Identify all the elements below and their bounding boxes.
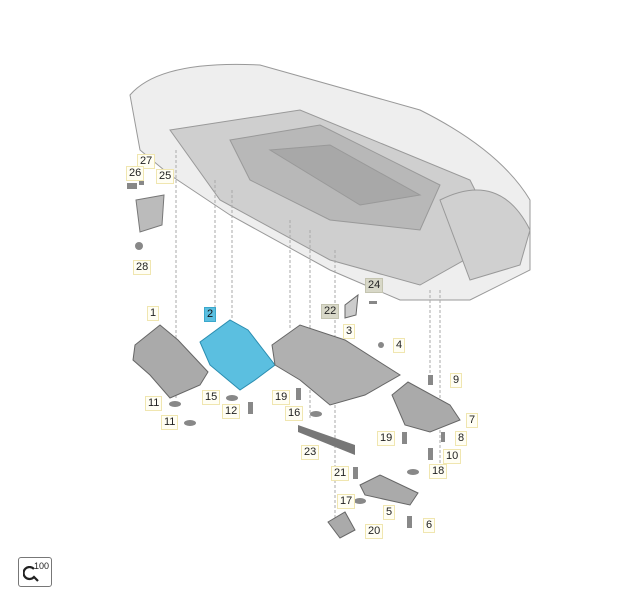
label-17[interactable]: 17 bbox=[337, 494, 356, 509]
label-23[interactable]: 23 bbox=[301, 445, 320, 460]
label-11[interactable]: 11 bbox=[161, 415, 179, 430]
part-5-bracket bbox=[359, 474, 419, 506]
car-underbody bbox=[129, 63, 531, 301]
label-7[interactable]: 7 bbox=[466, 413, 479, 428]
label-1[interactable]: 1 bbox=[147, 306, 160, 321]
label-16[interactable]: 16 bbox=[285, 406, 304, 421]
label-8[interactable]: 8 bbox=[455, 431, 468, 446]
label-27[interactable]: 27 bbox=[137, 154, 156, 169]
zoom-level: 100 bbox=[34, 561, 50, 571]
part-23-strip bbox=[298, 425, 355, 455]
label-19[interactable]: 19 bbox=[272, 390, 291, 405]
part-7-cover bbox=[391, 381, 461, 433]
label-19[interactable]: 19 bbox=[377, 431, 396, 446]
label-20[interactable]: 20 bbox=[365, 524, 384, 539]
label-9[interactable]: 9 bbox=[450, 373, 463, 388]
label-24[interactable]: 24 bbox=[365, 278, 384, 293]
label-21[interactable]: 21 bbox=[331, 466, 350, 481]
part-26-clip bbox=[127, 183, 137, 189]
magnifier-icon bbox=[23, 566, 39, 582]
label-11[interactable]: 11 bbox=[145, 396, 163, 411]
label-2[interactable]: 2 bbox=[204, 307, 217, 322]
label-10[interactable]: 10 bbox=[443, 449, 462, 464]
part-22-bracket bbox=[344, 293, 359, 319]
part-25-bracket bbox=[135, 194, 165, 233]
part-3-cover bbox=[271, 324, 401, 406]
label-15[interactable]: 15 bbox=[202, 390, 221, 405]
label-26[interactable]: 26 bbox=[126, 166, 145, 181]
fasteners bbox=[169, 301, 445, 528]
part-1-cover bbox=[132, 324, 209, 399]
label-28[interactable]: 28 bbox=[133, 260, 152, 275]
label-6[interactable]: 6 bbox=[423, 518, 436, 533]
part-2-cover-highlighted[interactable] bbox=[199, 319, 276, 391]
zoom-button[interactable]: 100 bbox=[18, 557, 52, 587]
label-4[interactable]: 4 bbox=[393, 338, 406, 353]
part-20-bracket bbox=[327, 511, 356, 539]
label-25[interactable]: 25 bbox=[156, 169, 175, 184]
label-18[interactable]: 18 bbox=[429, 464, 448, 479]
part-28-nut bbox=[135, 242, 143, 250]
label-3[interactable]: 3 bbox=[343, 324, 356, 339]
label-5[interactable]: 5 bbox=[383, 505, 396, 520]
label-22[interactable]: 22 bbox=[321, 304, 340, 319]
label-12[interactable]: 12 bbox=[222, 404, 241, 419]
